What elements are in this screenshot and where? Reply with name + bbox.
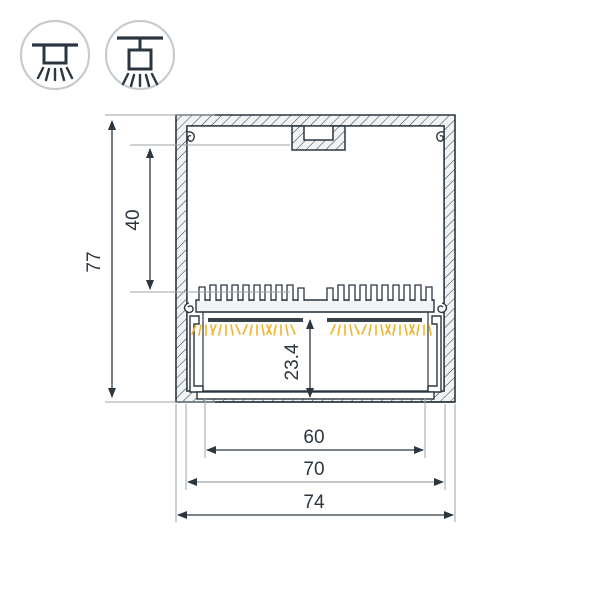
surface-mount-icon[interactable] [19, 19, 91, 91]
dimension-label-40: 40 [123, 209, 144, 230]
heatsink-fins-right [326, 284, 433, 301]
diffuser-rail-left [189, 315, 204, 393]
dimension-23-4: 23.4 [282, 319, 314, 398]
diffuser-rail-right [427, 315, 442, 393]
mounting-icons-group [19, 19, 176, 91]
heatsink-shelf [195, 299, 435, 313]
side-mount-hooks [183, 302, 448, 314]
cavity-outline [186, 125, 445, 392]
top-retaining-hooks [186, 131, 445, 142]
dimension-70: 70 [187, 459, 444, 486]
led-strip-left [191, 318, 303, 336]
dimension-label-23-4: 23.4 [282, 343, 303, 380]
light-rays [121, 72, 159, 88]
dimension-label-74: 74 [303, 492, 325, 513]
extension-lines [105, 114, 456, 522]
dimension-label-77: 77 [84, 251, 105, 272]
dimensions-group: 77 40 23.4 60 70 [84, 120, 454, 519]
dimension-74: 74 [177, 492, 454, 519]
dimension-40: 40 [123, 148, 154, 290]
mounting-t-slot [291, 125, 346, 151]
fixture-body [127, 48, 153, 71]
dimension-60: 60 [206, 427, 424, 454]
suspended-mount-icon[interactable] [104, 19, 176, 91]
diffuser-panel [196, 391, 435, 400]
light-rays [36, 66, 74, 82]
heatsink-fins-left [198, 284, 305, 301]
fixture-body [42, 45, 68, 65]
led-strip-right [327, 318, 432, 336]
dimension-label-70: 70 [303, 459, 324, 480]
upper-cavity [187, 126, 444, 391]
dimension-77: 77 [84, 120, 116, 398]
profile-cross-section [175, 114, 456, 403]
dimension-label-60: 60 [303, 427, 324, 448]
